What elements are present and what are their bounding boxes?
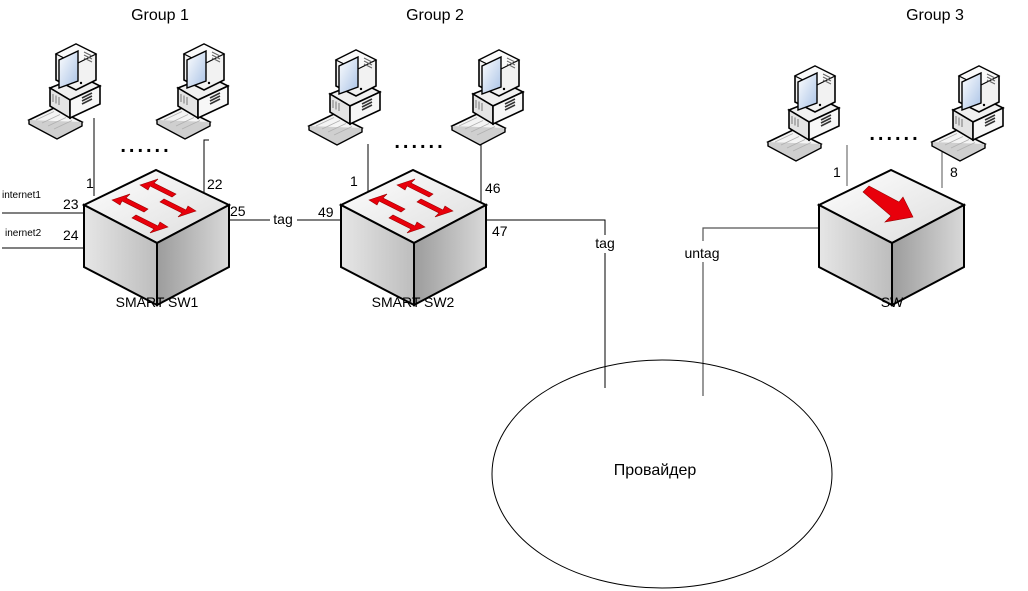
computer-icon (156, 43, 229, 140)
sw1-port-1: 1 (86, 175, 94, 191)
switch-1-name: SMART SW1 (116, 294, 199, 310)
switch-2-name: SMART SW2 (372, 294, 455, 310)
link-label-sw1-sw2: tag (273, 211, 292, 227)
uplink-internet2-label: inernet2 (5, 228, 42, 239)
provider-cloud (491, 359, 833, 589)
switch-3-name: SW (881, 294, 904, 310)
computer-icon (767, 65, 840, 162)
connection-lines (2, 118, 943, 396)
link-sw2-provider-a (486, 219, 606, 235)
sw2-port-1: 1 (350, 173, 358, 189)
computer-icon (28, 43, 101, 140)
sw2-port-46: 46 (485, 180, 501, 196)
forward-arrow-icon (862, 185, 914, 223)
sw1-port-24: 24 (63, 227, 79, 243)
link-label-sw-provider: untag (684, 245, 719, 261)
computer-icon (308, 49, 381, 146)
sw1-port-23: 23 (63, 196, 79, 212)
sw1-port-25: 25 (230, 203, 246, 219)
uplink-internet1-label: internet1 (2, 190, 41, 201)
bidirectional-arrows-icon (111, 178, 197, 234)
link-sw-provider-a (702, 227, 818, 241)
sw-port-1: 1 (833, 164, 841, 180)
link-pc22-sw1 (203, 139, 209, 196)
computer-icon (931, 65, 1004, 162)
group-1-ellipsis: ...... (120, 135, 171, 157)
bidirectional-arrows-icon (368, 178, 454, 234)
computer-icon (451, 49, 524, 146)
group-3-label: Group 3 (906, 7, 964, 24)
group-2-label: Group 2 (406, 7, 464, 24)
provider-label: Провайдер (614, 462, 697, 479)
unmanaged-switch (818, 169, 965, 306)
sw-port-8: 8 (950, 164, 958, 180)
sw2-port-49: 49 (318, 204, 334, 220)
group-3-ellipsis: ...... (869, 123, 920, 145)
sw2-port-47: 47 (492, 223, 508, 239)
smart-switch-2 (340, 169, 487, 306)
smart-switch-1 (83, 169, 230, 306)
sw1-port-22: 22 (207, 176, 223, 192)
group-2-ellipsis: ...... (394, 131, 445, 153)
group-1-label: Group 1 (131, 7, 189, 24)
link-label-sw2-provider: tag (595, 235, 614, 251)
